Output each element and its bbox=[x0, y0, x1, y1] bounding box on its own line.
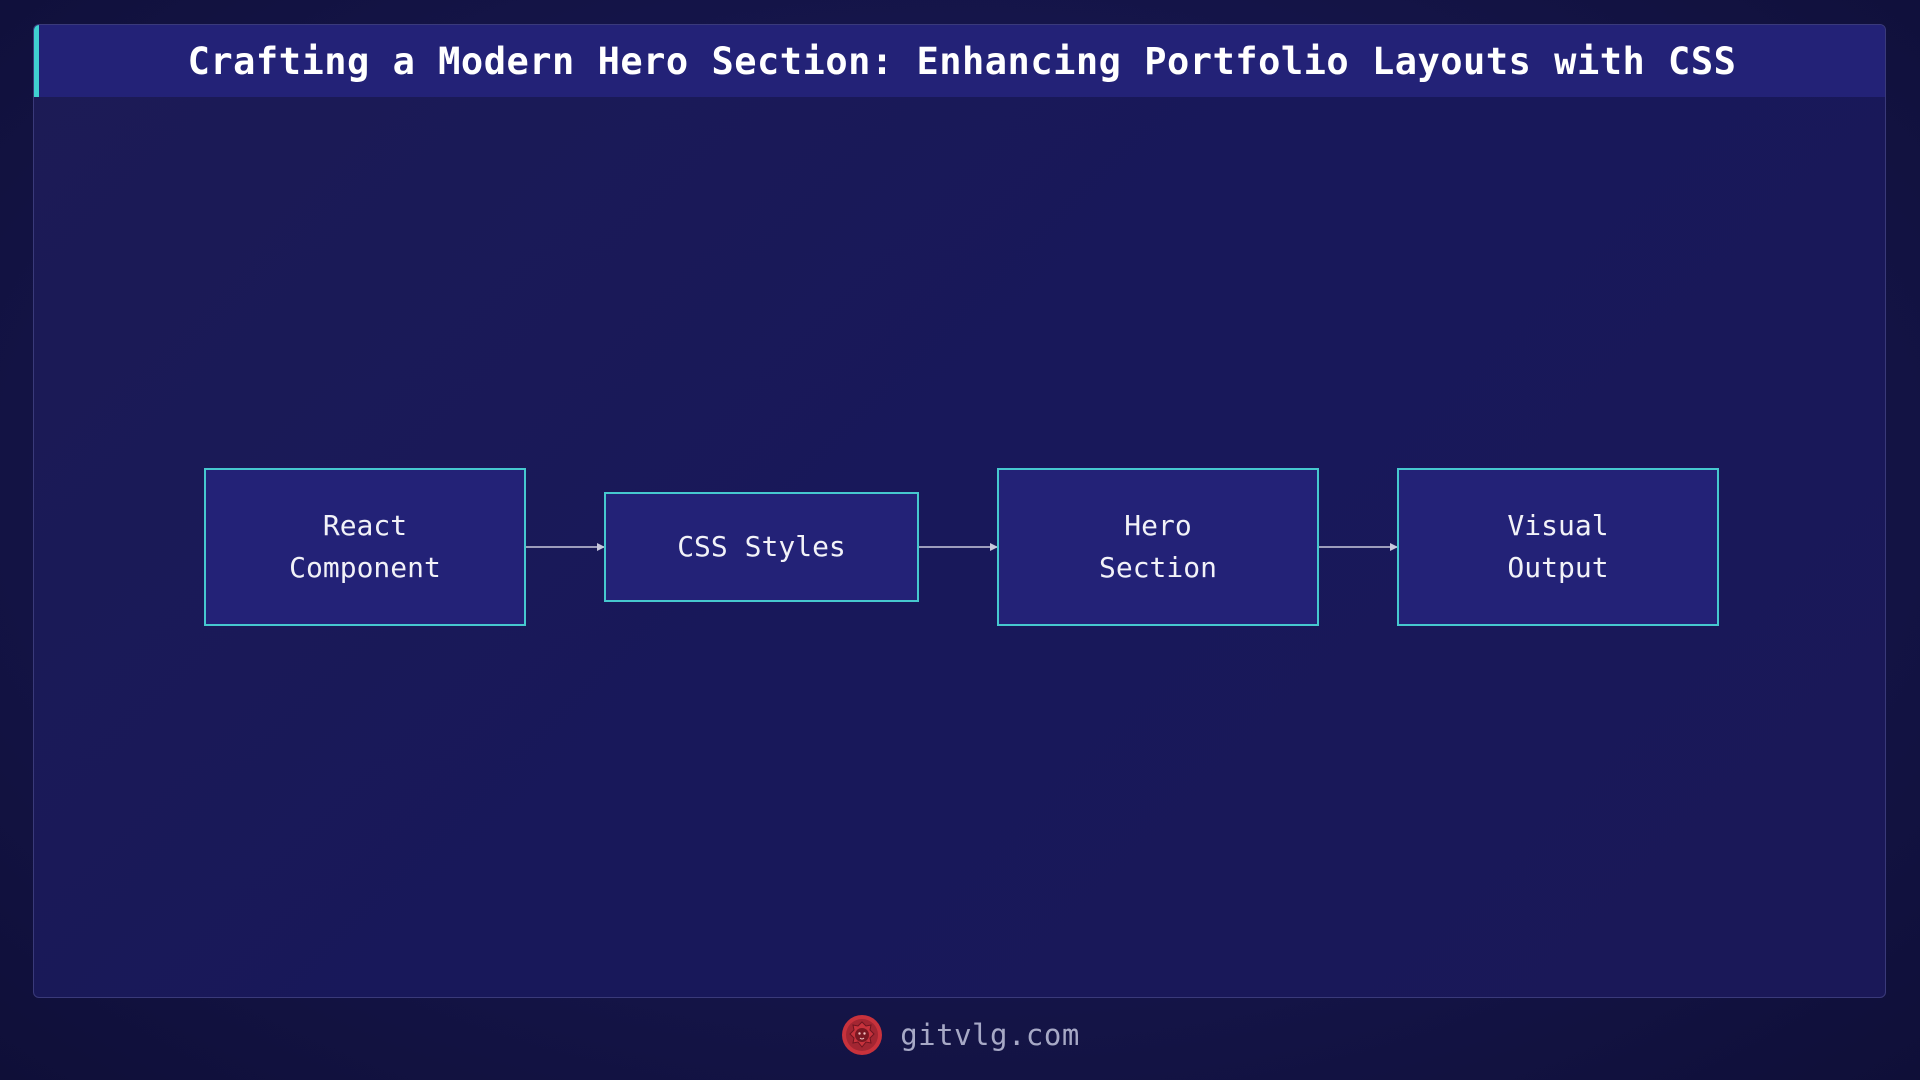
footer-site-link[interactable]: gitvlg.com bbox=[900, 1018, 1080, 1052]
lion-logo-icon bbox=[840, 1013, 884, 1057]
node-react-component: React Component bbox=[204, 468, 526, 626]
node-hero-section: Hero Section bbox=[997, 468, 1319, 626]
node-visual-output: Visual Output bbox=[1397, 468, 1719, 626]
footer: gitvlg.com bbox=[0, 1010, 1920, 1060]
node-css-styles: CSS Styles bbox=[604, 492, 919, 602]
title-bar: Crafting a Modern Hero Section: Enhancin… bbox=[34, 25, 1885, 97]
diagram-panel: Crafting a Modern Hero Section: Enhancin… bbox=[33, 24, 1886, 998]
page-title: Crafting a Modern Hero Section: Enhancin… bbox=[187, 39, 1737, 83]
